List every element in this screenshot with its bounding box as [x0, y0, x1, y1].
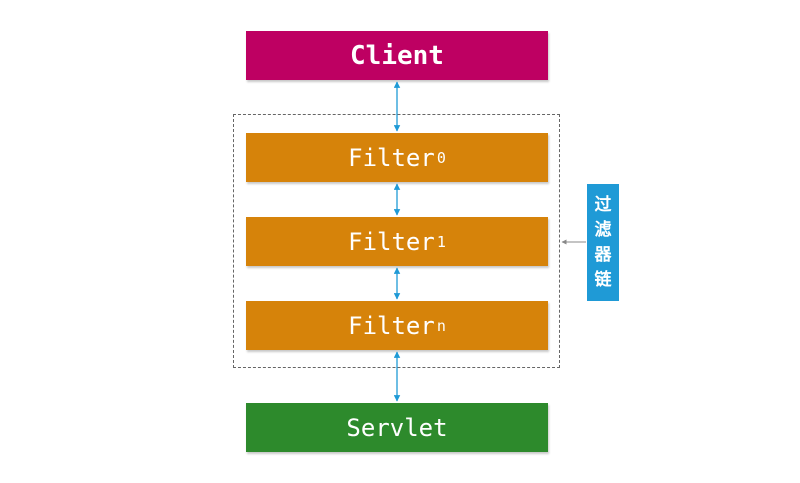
filter-chain-label: 过 滤 器 链 [587, 184, 619, 301]
filter-chain-char-1: 过 [594, 195, 612, 215]
filter-n-subscript: n [436, 316, 446, 335]
filter-n-label: Filter [348, 311, 435, 340]
filter-chain-char-2: 滤 [594, 220, 612, 240]
filter-0-label: Filter [348, 143, 435, 172]
servlet-box: Servlet [246, 403, 548, 452]
filter-0-subscript: 0 [436, 148, 446, 167]
filter-1-subscript: 1 [436, 232, 446, 251]
servlet-label: Servlet [346, 413, 448, 442]
filter-chain-char-3: 器 [594, 245, 612, 265]
client-label: Client [350, 40, 444, 71]
client-box: Client [246, 31, 548, 80]
filter-1-label: Filter [348, 227, 435, 256]
filter-chain-char-4: 链 [594, 270, 612, 290]
